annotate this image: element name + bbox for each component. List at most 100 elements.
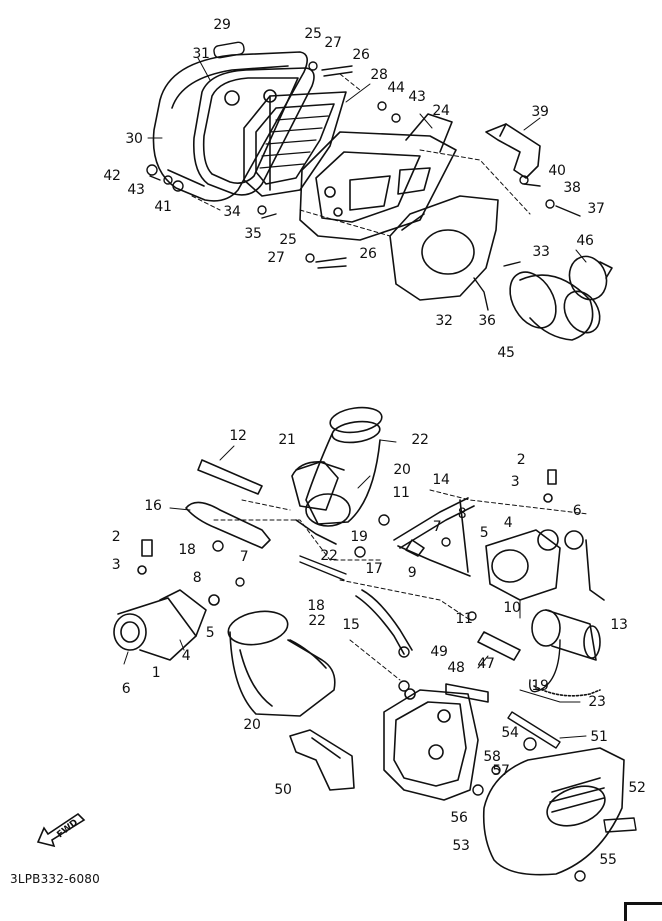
callout-6-left: 6: [121, 681, 131, 697]
callout-7-left: 7: [239, 549, 249, 565]
callout-22-top: 22: [411, 432, 429, 448]
callout-18-mid: 18: [307, 598, 325, 614]
lower-fasteners: [212, 514, 637, 882]
callout-20-lower: 20: [243, 717, 261, 733]
callout-20-top: 20: [393, 462, 411, 478]
callout-52: 52: [628, 780, 646, 796]
callout-32: 32: [435, 313, 453, 329]
callout-5-right: 5: [479, 525, 489, 541]
callout-29: 29: [213, 17, 231, 33]
callout-13: 13: [610, 617, 628, 633]
callout-16: 16: [144, 498, 162, 514]
joint-45: [509, 271, 601, 341]
callout-4-left: 4: [181, 648, 191, 664]
solenoid-13: [529, 609, 601, 697]
upper-leaders: [147, 57, 587, 263]
callout-4-right: 4: [503, 515, 513, 531]
callout-11-mid: 11: [455, 611, 473, 627]
upper-fasteners: [146, 41, 581, 311]
callout-26-lower: 26: [359, 246, 377, 262]
stay-47: [383, 683, 489, 801]
callout-8-left: 8: [192, 570, 202, 586]
carburetor-1-left: [113, 539, 220, 661]
callout-41: 41: [154, 199, 172, 215]
callout-37: 37: [587, 201, 605, 217]
callout-23: 23: [588, 694, 606, 710]
callout-39: 39: [531, 104, 549, 120]
callout-31: 31: [192, 46, 210, 62]
callout-58: 58: [483, 749, 501, 765]
callout-19-top: 19: [350, 529, 368, 545]
callout-45: 45: [497, 345, 515, 361]
callout-5-left: 5: [205, 625, 215, 641]
callout-40: 40: [548, 163, 566, 179]
callout-47: 47: [477, 656, 495, 672]
callout-6-right: 6: [572, 503, 582, 519]
callout-34: 34: [223, 204, 241, 220]
hoses: [185, 459, 521, 661]
callout-54: 54: [501, 725, 519, 741]
callout-44: 44: [387, 80, 405, 96]
callout-21: 21: [278, 432, 296, 448]
callout-36: 36: [478, 313, 496, 329]
callout-27-lower: 27: [267, 250, 285, 266]
callout-18-left: 18: [178, 542, 196, 558]
callout-25-lower: 25: [279, 232, 297, 248]
callout-51: 51: [590, 729, 608, 745]
callout-24: 24: [432, 103, 450, 119]
bracket-50: [289, 729, 355, 791]
callout-33: 33: [532, 244, 550, 260]
callout-19-lower: 19: [531, 678, 549, 694]
callout-15: 15: [342, 617, 360, 633]
carburetor-right: [485, 469, 605, 601]
lower-leaders: [123, 439, 589, 739]
callout-48: 48: [447, 660, 465, 676]
callout-12: 12: [229, 428, 247, 444]
callout-7-right: 7: [432, 519, 442, 535]
callout-27: 27: [324, 35, 342, 51]
air-cleaner-cover-30: [152, 51, 308, 202]
callout-11-top: 11: [392, 485, 410, 501]
callout-35: 35: [244, 226, 262, 242]
callout-26: 26: [352, 47, 370, 63]
callout-49: 49: [430, 644, 448, 660]
bracket-39: [485, 123, 541, 179]
callout-22-mid: 22: [320, 548, 338, 564]
callout-43-lower: 43: [127, 182, 145, 198]
air-cleaner-case-24: [299, 113, 457, 241]
callout-57: 57: [492, 763, 510, 779]
air-duct-20-lower: [227, 610, 336, 717]
callout-9: 9: [407, 565, 417, 581]
callout-8-right: 8: [457, 506, 467, 522]
callout-43-upper: 43: [408, 89, 426, 105]
page-corner-mark: [624, 902, 662, 921]
callout-17: 17: [365, 561, 383, 577]
callout-50: 50: [274, 782, 292, 798]
drawing-code: 3LPB332-6080: [10, 872, 100, 886]
clamp-46: [568, 255, 613, 301]
callout-3-right: 3: [510, 474, 520, 490]
callout-30: 30: [125, 131, 143, 147]
callout-46: 46: [576, 233, 594, 249]
callout-10: 10: [503, 600, 521, 616]
callout-22-lower: 22: [308, 613, 326, 629]
callout-55: 55: [599, 852, 617, 868]
cover-32: [389, 195, 499, 301]
callout-2-right: 2: [516, 452, 526, 468]
fwd-arrow-shape: [36, 812, 86, 848]
callout-14: 14: [432, 472, 450, 488]
joint-21: [291, 460, 339, 511]
callout-53: 53: [452, 838, 470, 854]
callout-1: 1: [151, 665, 161, 681]
element-28: [243, 91, 347, 197]
callout-56: 56: [450, 810, 468, 826]
fwd-arrow-icon: FWD: [34, 812, 88, 852]
callout-2-left: 2: [111, 529, 121, 545]
side-cover-53: [482, 747, 625, 876]
callout-38: 38: [563, 180, 581, 196]
callout-3-left: 3: [111, 557, 121, 573]
callout-42: 42: [103, 168, 121, 184]
callout-28: 28: [370, 67, 388, 83]
